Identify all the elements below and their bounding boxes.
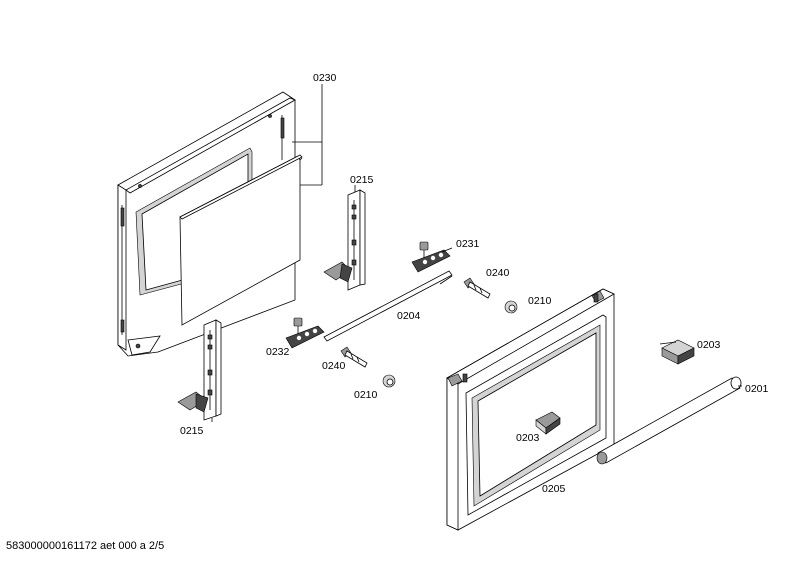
- label-0204: 0204: [397, 310, 421, 322]
- label-0203-right: 0203: [697, 339, 721, 351]
- rod-0204: [323, 270, 453, 342]
- label-0240-bottom: 0240: [322, 360, 346, 372]
- label-0240-top: 0240: [486, 267, 510, 279]
- guide-block-0231: [411, 241, 451, 273]
- screw-bottom: [340, 346, 368, 368]
- label-0210-bottom: 0210: [354, 389, 378, 401]
- clip-0203-right: [661, 339, 695, 365]
- label-0205: 0205: [542, 483, 566, 495]
- label-0230: 0230: [313, 72, 337, 84]
- label-0203-inner: 0203: [516, 432, 540, 444]
- bushing-bottom: [382, 374, 396, 388]
- guide-block-0232: [285, 317, 325, 349]
- label-0215-top: 0215: [350, 174, 374, 186]
- leader-0230: [292, 84, 323, 186]
- label-0231: 0231: [456, 238, 480, 250]
- screw-top: [463, 277, 491, 299]
- bushing-top: [504, 300, 518, 314]
- leader-lines: [211, 185, 742, 422]
- hinge-bottom: [177, 319, 222, 421]
- document-id-footer: 583000000161172 aet 000 a 2/5: [6, 540, 165, 552]
- label-0201: 0201: [745, 383, 769, 395]
- outer-door-frame: [446, 288, 615, 531]
- handle-tube-0201: [596, 376, 742, 465]
- clip-0203-inner: [535, 411, 561, 435]
- label-0215-bottom: 0215: [180, 425, 204, 437]
- label-0210-top: 0210: [528, 295, 552, 307]
- glass-panel: [179, 154, 303, 326]
- hinge-top: [323, 189, 366, 291]
- label-0232: 0232: [266, 346, 290, 358]
